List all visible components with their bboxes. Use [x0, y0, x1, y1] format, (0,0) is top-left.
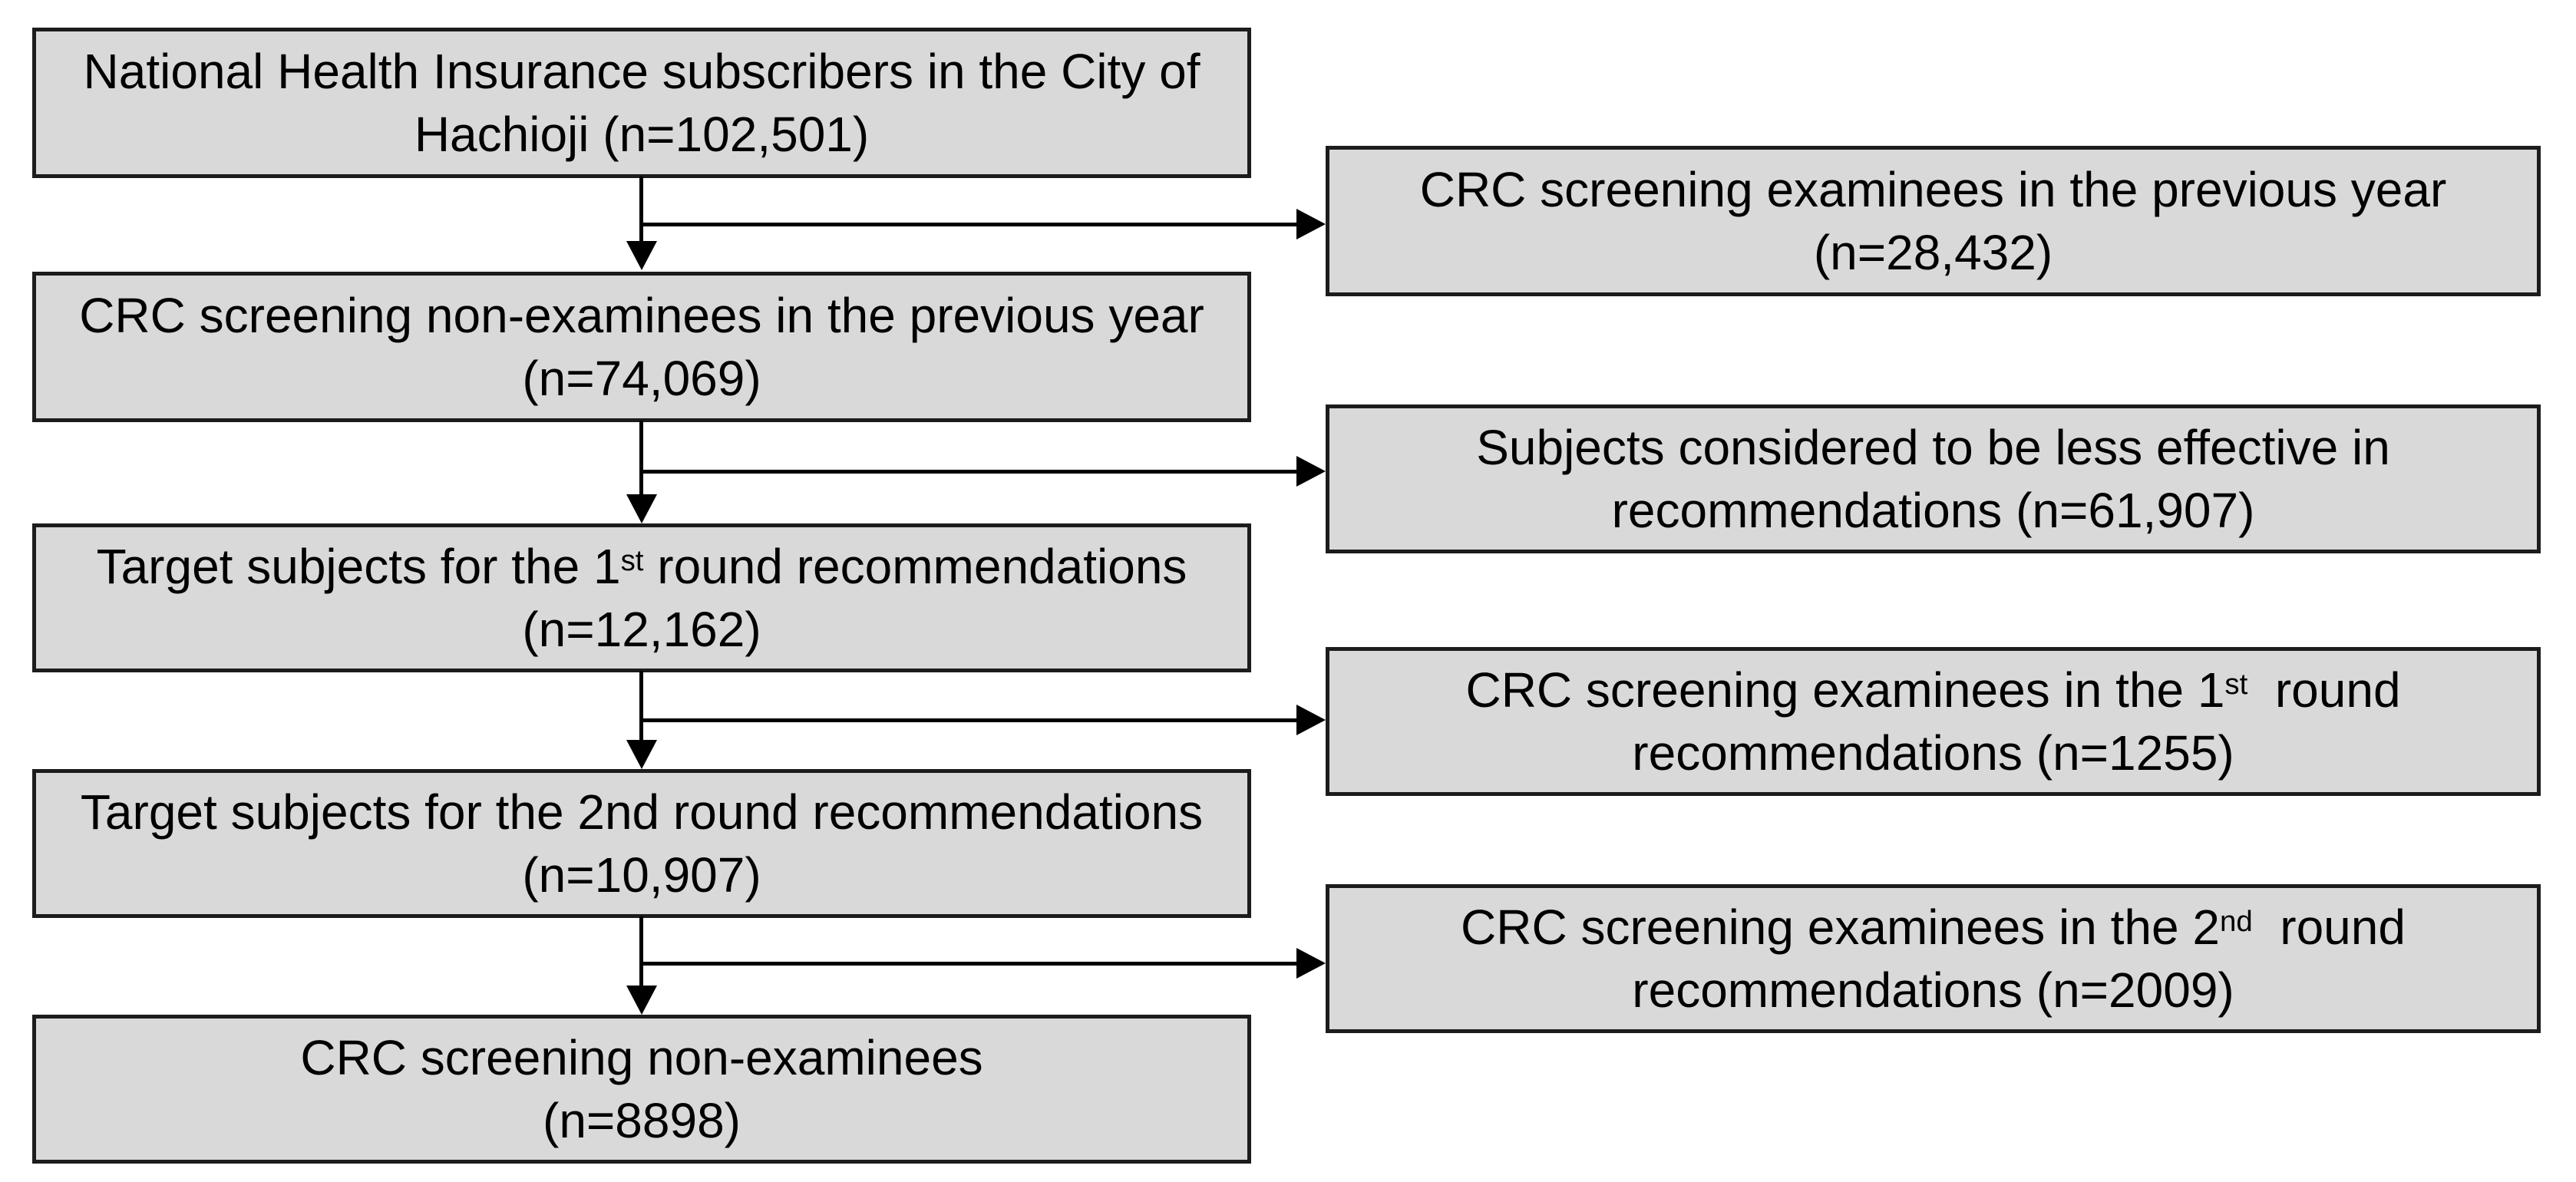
connector-line-branch-4 — [642, 962, 1297, 966]
flow-box-crc-examinees-2nd-round: CRC screening examinees in the 2nd round… — [1326, 884, 2541, 1033]
flow-box-text-line: recommendations (n=1255) — [1632, 725, 2234, 781]
flow-box-text-line: CRC screening examinees in the 1st round — [1465, 662, 2401, 718]
arrow-right-icon — [1296, 705, 1326, 735]
flow-box-text-line: CRC screening non-examinees in the previ… — [79, 288, 1204, 343]
flow-box-target-subjects-1st-round: Target subjects for the 1st round recomm… — [32, 523, 1251, 672]
connector-line-branch-3 — [642, 718, 1297, 722]
flow-box-text-line: Subjects considered to be less effective… — [1476, 420, 2390, 475]
flow-box-text-line: Target subjects for the 2nd round recomm… — [80, 784, 1204, 840]
arrow-down-icon — [626, 740, 657, 769]
flow-box-text-line: CRC screening non-examinees — [300, 1030, 983, 1085]
flow-box-text-line: CRC screening examinees in the previous … — [1419, 162, 2447, 217]
connector-line-down-3 — [639, 671, 643, 741]
flow-box-crc-examinees-1st-round: CRC screening examinees in the 1st round… — [1326, 647, 2541, 796]
flow-box-text-line: (n=8898) — [543, 1093, 741, 1148]
flow-box-crc-examinees-previous-year: CRC screening examinees in the previous … — [1326, 146, 2541, 296]
flow-box-text-line: National Health Insurance subscribers in… — [83, 44, 1200, 99]
connector-line-down-1 — [639, 177, 643, 243]
connector-line-down-2 — [639, 421, 643, 496]
arrow-down-icon — [626, 241, 657, 270]
flow-box-target-subjects-2nd-round: Target subjects for the 2nd round recomm… — [32, 769, 1251, 918]
flow-box-text-line: (n=74,069) — [522, 351, 761, 406]
connector-line-branch-2 — [642, 470, 1297, 474]
flow-box-text-line: CRC screening examinees in the 2nd round — [1461, 900, 2406, 955]
flow-box-text-line: (n=10,907) — [522, 847, 761, 903]
flow-box-text-line: recommendations (n=61,907) — [1611, 483, 2255, 538]
flow-box-crc-non-examinees-previous-year: CRC screening non-examinees in the previ… — [32, 272, 1251, 422]
flow-box-text-line: (n=12,162) — [522, 602, 761, 657]
arrow-right-icon — [1296, 209, 1326, 239]
flow-box-text-line: Target subjects for the 1st round recomm… — [96, 539, 1187, 594]
flow-box-crc-non-examinees-final: CRC screening non-examinees (n=8898) — [32, 1015, 1251, 1164]
connector-line-down-4 — [639, 916, 643, 987]
flow-box-text-line: Hachioji (n=102,501) — [414, 107, 870, 162]
connector-line-branch-1 — [642, 223, 1297, 226]
flow-box-text-line: (n=28,432) — [1813, 225, 2053, 280]
flow-box-nhi-subscribers: National Health Insurance subscribers in… — [32, 28, 1251, 178]
arrow-down-icon — [626, 494, 657, 523]
flow-box-subjects-less-effective: Subjects considered to be less effective… — [1326, 404, 2541, 553]
arrow-right-icon — [1296, 948, 1326, 979]
arrow-down-icon — [626, 986, 657, 1015]
flow-box-text-line: recommendations (n=2009) — [1632, 962, 2234, 1018]
arrow-right-icon — [1296, 456, 1326, 487]
